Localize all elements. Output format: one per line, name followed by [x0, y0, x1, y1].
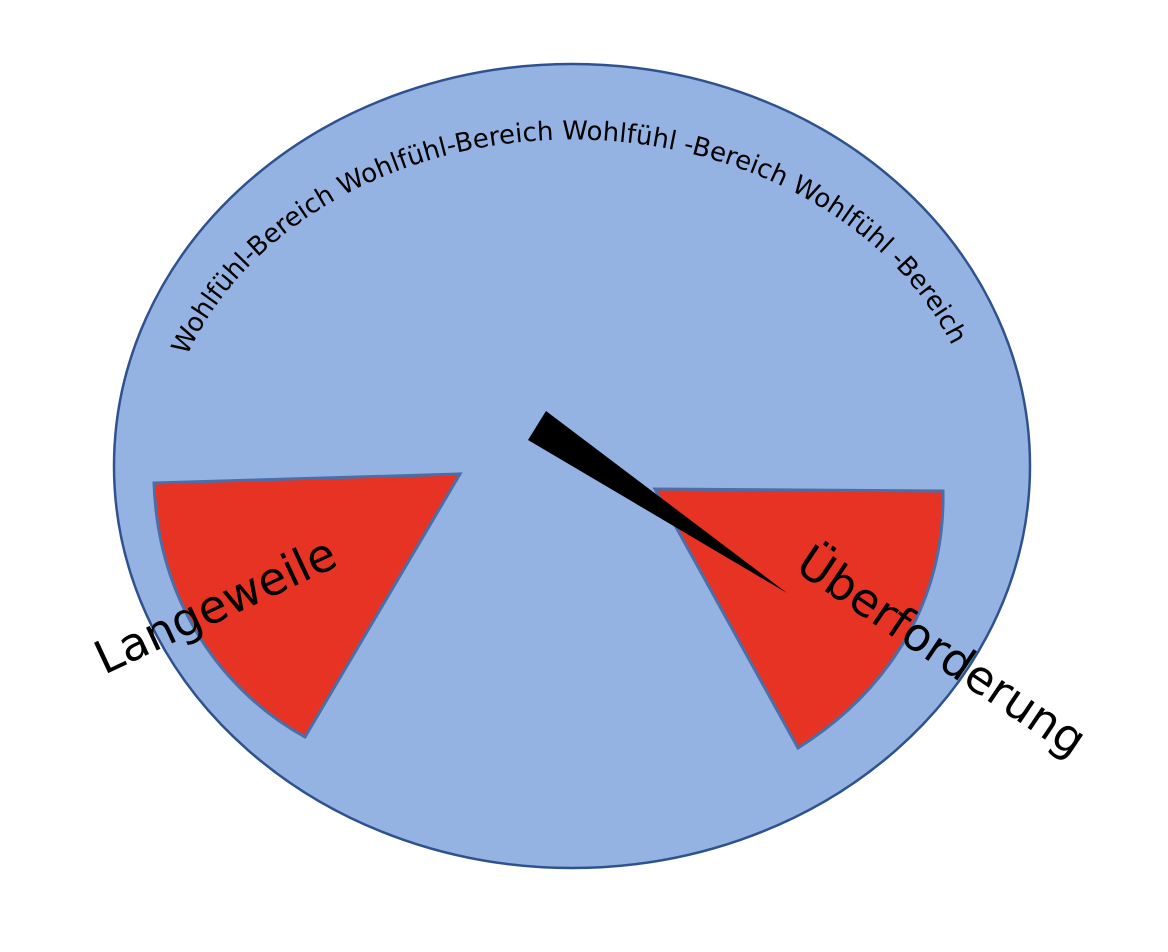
boredom-zone-sector [152, 472, 463, 740]
gauge-needle [528, 411, 787, 593]
comfort-zone-ellipse [112, 62, 1032, 870]
